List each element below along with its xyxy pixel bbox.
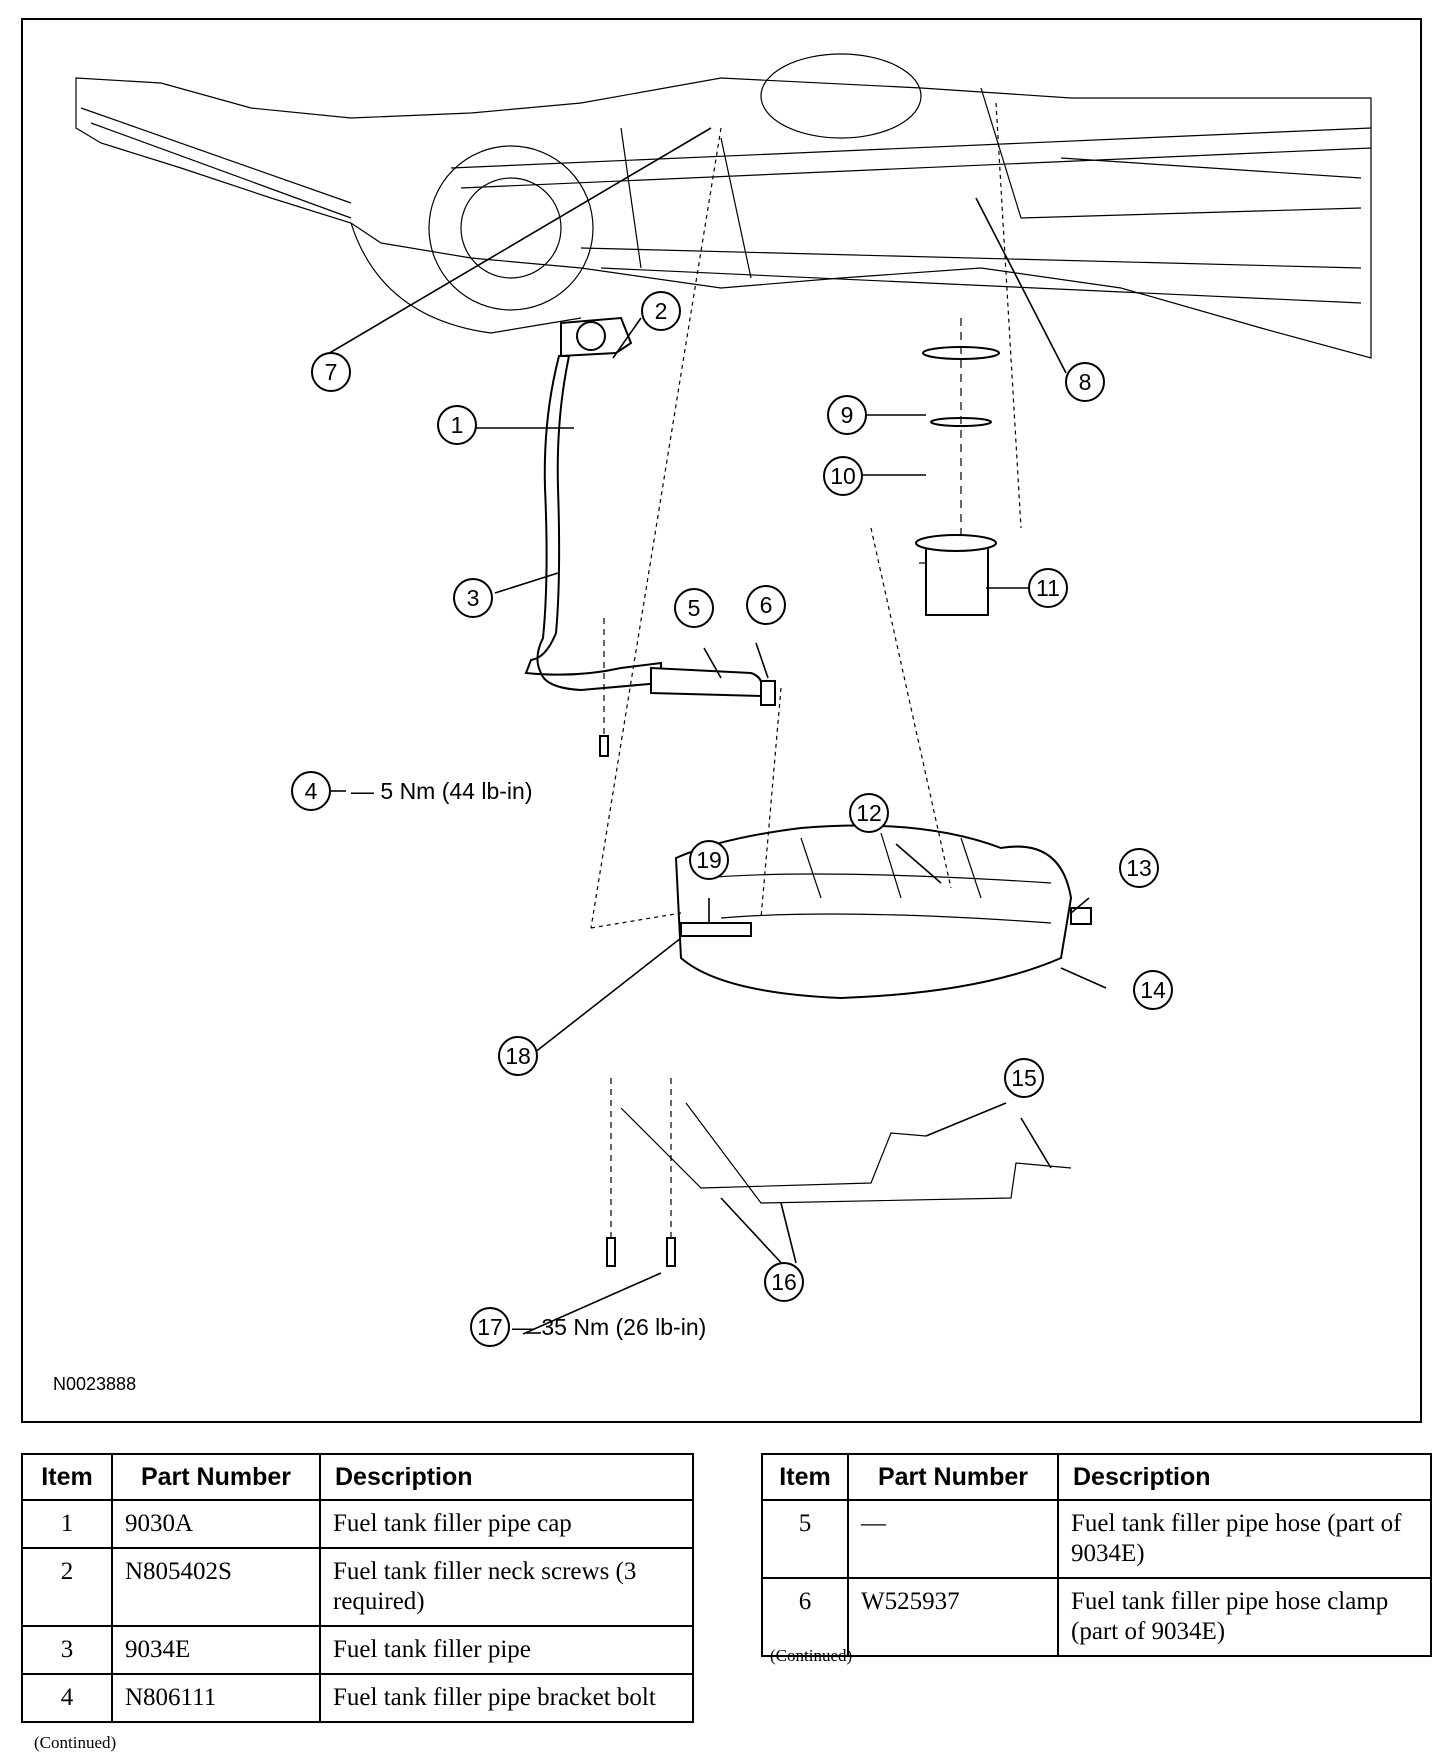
svg-text:17: 17 xyxy=(477,1314,503,1340)
parts-table-left: Item Part Number Description 1 9030A Fue… xyxy=(21,1453,694,1723)
callout-3: 3 xyxy=(453,578,493,618)
svg-text:12: 12 xyxy=(856,800,882,826)
table-row: 5 — Fuel tank filler pipe hose (part of … xyxy=(761,1499,1432,1579)
svg-text:6: 6 xyxy=(760,592,773,618)
cell-description: Fuel tank filler pipe xyxy=(319,1625,694,1675)
continued-note-right: (Continued) xyxy=(770,1646,853,1665)
callout-2: 2 xyxy=(641,291,681,331)
cell-part-number: N805402S xyxy=(111,1547,321,1627)
cell-item: 4 xyxy=(21,1673,113,1723)
svg-text:9: 9 xyxy=(841,402,854,428)
cell-part-number: W525937 xyxy=(847,1577,1059,1657)
callout-7: 7 xyxy=(311,352,351,392)
table-row: 4 N806111 Fuel tank filler pipe bracket … xyxy=(21,1673,694,1723)
svg-text:16: 16 xyxy=(771,1269,797,1295)
fuel-pump-module xyxy=(915,318,1000,616)
svg-text:11: 11 xyxy=(1036,575,1060,601)
callout-13: 13 xyxy=(1119,848,1159,888)
cell-description: Fuel tank filler pipe hose clamp (part o… xyxy=(1057,1577,1432,1657)
callout-8: 8 xyxy=(1065,362,1105,402)
svg-text:18: 18 xyxy=(505,1043,531,1069)
svg-text:4: 4 xyxy=(305,778,318,804)
filler-pipe-hose xyxy=(650,666,764,698)
cell-part-number: N806111 xyxy=(111,1673,321,1723)
table-row: 2 N805402S Fuel tank filler neck screws … xyxy=(21,1547,694,1627)
svg-text:10: 10 xyxy=(830,463,856,489)
cell-item: 3 xyxy=(21,1625,113,1675)
svg-text:15: 15 xyxy=(1011,1065,1037,1091)
fuel-tank-straps xyxy=(606,1078,1072,1267)
callout-9: 9 xyxy=(827,395,867,435)
table-row: 1 9030A Fuel tank filler pipe cap xyxy=(21,1499,694,1549)
svg-text:3: 3 xyxy=(467,585,480,611)
cell-item: 5 xyxy=(761,1499,849,1579)
fuel-tank xyxy=(674,824,1092,1000)
svg-text:2: 2 xyxy=(655,298,668,324)
cell-part-number: 9034E xyxy=(111,1625,321,1675)
callout-19: 19 xyxy=(689,840,729,880)
callout-16: 16 xyxy=(764,1262,804,1302)
svg-text:13: 13 xyxy=(1126,855,1152,881)
continued-note-left: (Continued) xyxy=(34,1733,117,1752)
svg-text:5: 5 xyxy=(688,595,701,621)
svg-text:8: 8 xyxy=(1079,369,1092,395)
header-part-number: Part Number xyxy=(847,1453,1059,1501)
cell-part-number: — xyxy=(847,1499,1059,1579)
header-item: Item xyxy=(21,1453,113,1501)
svg-text:14: 14 xyxy=(1140,977,1166,1003)
cell-description: Fuel tank filler pipe cap xyxy=(319,1499,694,1549)
cell-item: 1 xyxy=(21,1499,113,1549)
table-row: 3 9034E Fuel tank filler pipe xyxy=(21,1625,694,1675)
callout-5: 5 xyxy=(674,588,714,628)
svg-text:1: 1 xyxy=(451,412,464,438)
table-row: 6 W525937 Fuel tank filler pipe hose cla… xyxy=(761,1577,1432,1657)
figure-frame xyxy=(21,18,1422,1423)
torque-4-label: — 5 Nm (44 lb-in) xyxy=(351,778,533,804)
svg-text:19: 19 xyxy=(696,847,722,873)
bracket-bolt xyxy=(599,735,609,757)
filler-pipe xyxy=(524,355,662,692)
cell-part-number: 9030A xyxy=(111,1499,321,1549)
parts-table-right: Item Part Number Description 5 — Fuel ta… xyxy=(761,1453,1432,1657)
callout-12: 12 xyxy=(849,793,889,833)
callout-6: 6 xyxy=(746,585,786,625)
header-description: Description xyxy=(1057,1453,1432,1501)
table-header-row: Item Part Number Description xyxy=(21,1453,694,1501)
exploded-diagram: 7 8 2 1 9 10 3 11 5 6 4 — 5 Nm (44 lb-in… xyxy=(53,53,1372,1394)
header-item: Item xyxy=(761,1453,849,1501)
table-header-row: Item Part Number Description xyxy=(761,1453,1432,1501)
svg-text:7: 7 xyxy=(325,359,338,385)
callout-17: 17 xyxy=(470,1307,510,1347)
header-description: Description xyxy=(319,1453,694,1501)
filler-neck-cap xyxy=(560,316,633,358)
callout-14: 14 xyxy=(1133,970,1173,1010)
callout-18: 18 xyxy=(498,1036,538,1076)
figure-id: N0023888 xyxy=(53,1374,136,1394)
cell-description: Fuel tank filler pipe bracket bolt xyxy=(319,1673,694,1723)
header-part-number: Part Number xyxy=(111,1453,321,1501)
callout-15: 15 xyxy=(1004,1058,1044,1098)
hose-clamp xyxy=(760,680,776,706)
torque-17-label: — 35 Nm (26 lb-in) xyxy=(512,1314,706,1340)
cell-description: Fuel tank filler neck screws (3 required… xyxy=(319,1547,694,1627)
callout-1: 1 xyxy=(437,405,477,445)
cell-description: Fuel tank filler pipe hose (part of 9034… xyxy=(1057,1499,1432,1579)
cell-item: 2 xyxy=(21,1547,113,1627)
callout-4: 4 xyxy=(291,771,331,811)
vehicle-underbody xyxy=(75,53,1372,359)
callout-11: 11 xyxy=(1028,568,1068,608)
callout-10: 10 xyxy=(823,456,863,496)
cell-item: 6 xyxy=(761,1577,849,1657)
